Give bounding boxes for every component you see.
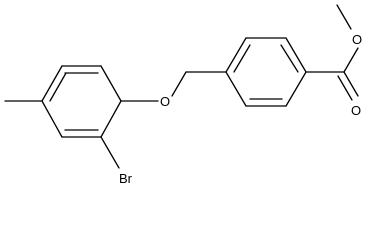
oxygen-methylene-bond	[171, 71, 187, 97]
chemical-structure-diagram: Br O O O	[4, 4, 362, 185]
left-aryl-ring	[41, 65, 122, 138]
bond	[285, 37, 307, 73]
bond	[280, 44, 299, 73]
bond	[225, 37, 247, 73]
bond	[100, 65, 122, 102]
bond	[41, 65, 63, 102]
ether-oxygen-label: O	[160, 94, 170, 109]
right-aryl-ring	[225, 37, 307, 107]
bond	[41, 100, 63, 138]
bond	[100, 100, 122, 138]
carbonyl-double-bond	[343, 71, 359, 97]
bond	[285, 71, 307, 107]
carbonyl-ester-oxygen-bond	[343, 47, 359, 73]
bond	[225, 71, 247, 107]
bromine-label: Br	[119, 171, 133, 185]
carbonyl-oxygen-label: O	[351, 103, 361, 118]
ester-oxygen-label: O	[352, 32, 362, 47]
bromine-bond	[100, 136, 120, 169]
ester-methyl-bond	[336, 4, 352, 30]
bond	[233, 44, 251, 73]
carbonyl-double-bond	[337, 75, 353, 101]
bond	[49, 72, 67, 102]
